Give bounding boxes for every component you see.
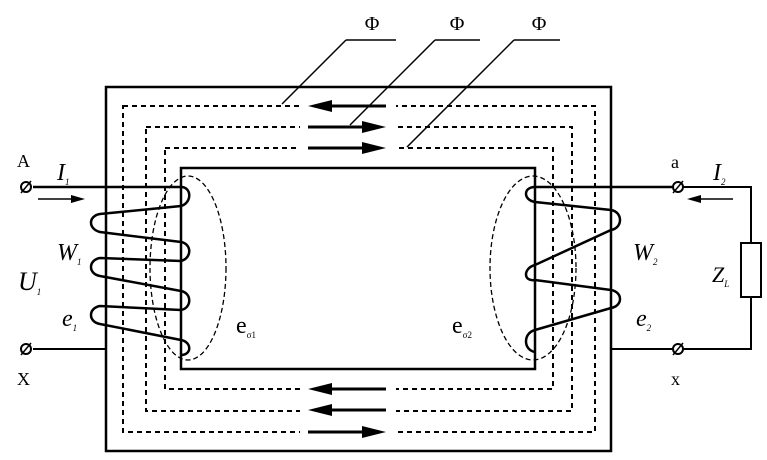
terminal-a-label: a [671, 152, 679, 172]
leak-emf-1-label: eσ1 [236, 313, 256, 340]
terminal-A-label: A [17, 151, 30, 171]
flux-leader-1 [281, 39, 347, 105]
terminal-X-label: X [17, 369, 30, 389]
primary-winding [33, 185, 191, 357]
flux-arrow-bottom-middle [308, 404, 386, 416]
flux-loop-outer [122, 105, 596, 433]
current-arrow-secondary [687, 195, 733, 203]
flux-label-3: Φ [532, 13, 547, 35]
current-1-label: I1 [56, 160, 70, 187]
terminal-x-label: x [671, 369, 680, 389]
core-outer-outline [104, 85, 613, 453]
flux-arrow-top-outer [308, 100, 386, 112]
flux-arrow-bottom-inner [308, 383, 386, 395]
winding-2-label: W2 [633, 240, 658, 267]
terminal-X [20, 342, 32, 356]
flux-label-2: Φ [450, 13, 465, 35]
current-2-label: I2 [712, 160, 726, 187]
load-label: ZL [712, 262, 729, 289]
load-impedance-box [740, 242, 762, 298]
emf-1-label: e1 [62, 306, 77, 333]
flux-label-1: Φ [365, 13, 380, 35]
flux-leader-3 [406, 39, 515, 148]
flux-loop-inner [164, 147, 554, 390]
voltage-1-label: U1 [18, 267, 41, 297]
terminal-a [672, 180, 684, 194]
terminal-A [20, 180, 32, 194]
flux-arrow-bottom-outer [308, 426, 386, 438]
leak-emf-2-label: eσ2 [452, 313, 472, 340]
core-window-outline [179, 166, 537, 371]
winding-1-label: W1 [57, 240, 82, 267]
emf-2-label: e2 [636, 306, 652, 333]
secondary-winding [524, 185, 676, 354]
flux-loops [122, 105, 596, 433]
load-circuit [683, 186, 752, 350]
flux-leader-2 [349, 39, 436, 126]
terminal-x [672, 342, 684, 356]
leakage-flux-ellipse-left [149, 175, 227, 361]
flux-arrow-top-inner [308, 142, 386, 154]
leakage-flux-ellipse-right [489, 175, 577, 361]
flux-arrow-top-middle [308, 121, 386, 133]
current-arrow-primary [38, 195, 85, 203]
